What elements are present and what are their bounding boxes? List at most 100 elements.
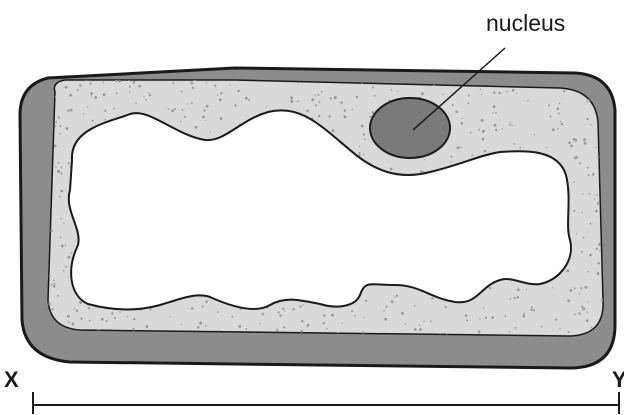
- speckle: [259, 323, 260, 324]
- speckle: [168, 108, 170, 110]
- speckle: [248, 99, 250, 101]
- speckle: [596, 194, 598, 196]
- speckle: [552, 128, 555, 131]
- speckle: [306, 109, 309, 112]
- speckle: [323, 314, 325, 316]
- speckle: [103, 81, 105, 83]
- speckle: [318, 101, 320, 103]
- speckle: [218, 330, 220, 332]
- speckle: [55, 121, 57, 123]
- speckle: [523, 313, 525, 315]
- speckle: [391, 300, 394, 303]
- speckle: [92, 120, 94, 122]
- speckle: [364, 317, 365, 318]
- speckle: [199, 322, 202, 325]
- speckle: [533, 309, 535, 311]
- speckle: [90, 92, 93, 95]
- speckle: [315, 104, 317, 106]
- speckle: [485, 317, 487, 319]
- speckle: [234, 104, 236, 106]
- speckle: [60, 190, 63, 193]
- speckle: [396, 295, 398, 297]
- speckle: [63, 222, 64, 223]
- speckle: [482, 130, 485, 133]
- speckle: [555, 319, 557, 321]
- speckle: [83, 113, 85, 115]
- speckle: [595, 147, 596, 148]
- speckle: [509, 124, 511, 126]
- speckle: [104, 110, 106, 112]
- speckle: [364, 138, 366, 140]
- speckle: [63, 270, 65, 272]
- speckle: [203, 109, 205, 111]
- speckle: [468, 102, 470, 104]
- speckle: [53, 285, 56, 288]
- speckle: [315, 95, 316, 96]
- speckle: [79, 84, 82, 87]
- speckle: [205, 325, 207, 327]
- speckle: [384, 318, 387, 321]
- speckle: [332, 129, 335, 132]
- speckle: [498, 92, 501, 95]
- speckle: [527, 100, 528, 101]
- speckle: [297, 82, 299, 84]
- speckle: [479, 318, 480, 319]
- speckle: [279, 314, 281, 316]
- speckle: [129, 86, 131, 88]
- speckle: [351, 310, 353, 312]
- speckle: [580, 287, 582, 289]
- speckle: [66, 127, 69, 130]
- speckle: [282, 308, 284, 310]
- speckle: [169, 316, 170, 317]
- speckle: [53, 283, 55, 285]
- y-label: Y: [612, 367, 624, 392]
- speckle: [113, 108, 115, 110]
- speckle: [383, 310, 385, 312]
- speckle: [67, 109, 69, 111]
- speckle: [588, 174, 590, 176]
- speckle: [205, 300, 208, 303]
- speckle: [340, 101, 343, 104]
- speckle: [344, 115, 347, 118]
- speckle: [471, 154, 473, 156]
- speckle: [586, 118, 588, 120]
- speckle: [405, 323, 406, 324]
- speckle: [116, 92, 118, 94]
- speckle: [566, 269, 569, 272]
- speckle: [574, 314, 576, 316]
- speckle: [238, 325, 241, 328]
- speckle: [495, 112, 497, 114]
- speckle: [526, 289, 527, 290]
- speckle: [423, 321, 425, 323]
- speckle: [583, 138, 586, 141]
- speckle: [330, 97, 332, 99]
- speckle: [523, 315, 526, 318]
- speckle: [519, 147, 521, 149]
- speckle: [129, 91, 130, 92]
- speckle: [568, 331, 570, 333]
- speckle: [590, 223, 592, 225]
- speckle: [59, 133, 61, 135]
- speckle: [149, 308, 151, 310]
- speckle: [420, 170, 423, 173]
- speckle: [59, 196, 61, 198]
- speckle: [291, 100, 294, 103]
- speckle: [583, 237, 585, 239]
- speckle: [311, 98, 314, 101]
- speckle: [149, 94, 151, 96]
- speckle: [502, 128, 503, 129]
- speckle: [277, 311, 279, 313]
- speckle: [465, 314, 468, 317]
- speckle: [445, 306, 447, 308]
- speckle: [354, 315, 356, 317]
- speckle: [70, 109, 73, 112]
- speckle: [80, 317, 82, 319]
- speckle: [586, 319, 589, 322]
- speckle: [284, 310, 285, 311]
- speckle: [573, 138, 576, 141]
- speckle: [106, 320, 108, 322]
- speckle: [450, 156, 452, 158]
- speckle: [574, 157, 577, 160]
- speckle: [145, 99, 147, 101]
